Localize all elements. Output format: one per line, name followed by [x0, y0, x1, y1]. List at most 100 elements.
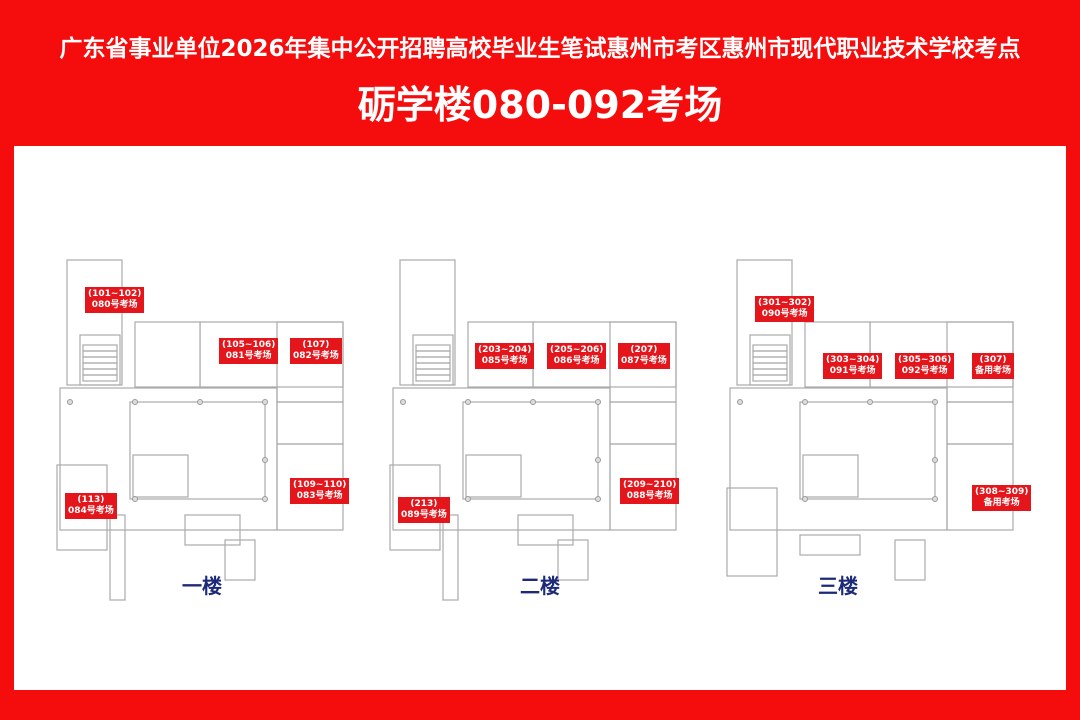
title-line-2: 砺学楼080-092考场 — [357, 83, 723, 127]
corridor-block — [729, 387, 948, 531]
corridor-block — [392, 387, 611, 531]
stair-step — [752, 356, 788, 364]
restrooms — [132, 454, 189, 498]
exam-room-label: (113)084号考场 — [65, 493, 117, 519]
stair-step — [415, 374, 451, 382]
south-lobby — [799, 534, 861, 556]
exam-number: 092号考场 — [901, 366, 948, 376]
column — [595, 496, 601, 502]
column — [262, 457, 268, 463]
exam-room-label: (305~306)092号考场 — [895, 353, 955, 379]
south-corridor — [442, 514, 459, 601]
stair-step — [415, 362, 451, 370]
restrooms — [802, 454, 859, 498]
exam-room-label: (213)089号考场 — [398, 497, 450, 523]
title-line-1: 广东省事业单位2026年集中公开招聘高校毕业生笔试惠州市考区惠州市现代职业技术学… — [59, 36, 1021, 62]
column — [262, 399, 268, 405]
west-room — [726, 487, 778, 577]
exam-number: 089号考场 — [401, 510, 447, 520]
room-range: (107) — [302, 340, 330, 350]
exam-room-label: (107)082号考场 — [290, 338, 342, 364]
stair-step — [752, 368, 788, 376]
room-range: (308~309) — [975, 487, 1029, 497]
column — [262, 496, 268, 502]
stair-step — [415, 344, 451, 352]
south-room — [184, 514, 241, 546]
exam-room-label: (101~102)080号考场 — [85, 287, 145, 313]
column — [132, 496, 138, 502]
exam-number: 083号考场 — [296, 491, 343, 501]
column — [932, 457, 938, 463]
south-corridor — [109, 514, 126, 601]
stair-step — [752, 344, 788, 352]
room-range: (105~106) — [222, 340, 276, 350]
exam-room-label: (308~309)备用考场 — [972, 485, 1032, 511]
east-room-2 — [946, 401, 1014, 445]
stair-step — [82, 344, 118, 352]
room-range: (301~302) — [758, 298, 812, 308]
stair-step — [415, 350, 451, 358]
stair-step — [415, 356, 451, 364]
exam-room-label: (207)087号考场 — [618, 343, 670, 369]
room-range: (303~304) — [826, 355, 880, 365]
room-range: (205~206) — [550, 345, 604, 355]
room-range: (209~210) — [623, 480, 677, 490]
north-wing — [399, 259, 456, 386]
exam-number: 086号考场 — [553, 356, 600, 366]
courtyard — [799, 401, 936, 500]
south-stair — [894, 539, 926, 581]
column — [132, 399, 138, 405]
exam-number: 087号考场 — [621, 356, 667, 366]
room-range: (203~204) — [478, 345, 532, 355]
column — [197, 399, 203, 405]
room-range: (307) — [979, 355, 1007, 365]
north-wing — [66, 259, 123, 386]
exam-room-label: (303~304)091号考场 — [823, 353, 883, 379]
exam-number: 081号考场 — [225, 351, 272, 361]
column — [595, 457, 601, 463]
room-range: (101~102) — [88, 289, 142, 299]
exam-number: 080号考场 — [91, 300, 138, 310]
east-room-2 — [609, 401, 677, 445]
exam-room-label: (105~106)081号考场 — [219, 338, 279, 364]
south-room — [517, 514, 574, 546]
stair-step — [82, 356, 118, 364]
exam-number: 084号考场 — [68, 506, 114, 516]
corridor-block — [59, 387, 278, 531]
stair-step — [752, 350, 788, 358]
stair-step — [82, 368, 118, 376]
stair-step — [415, 368, 451, 376]
exam-number: 091号考场 — [829, 366, 876, 376]
courtyard — [129, 401, 266, 500]
room-range: (109~110) — [293, 480, 347, 490]
floor-label: 一楼 — [182, 574, 222, 598]
column — [867, 399, 873, 405]
exam-number: 088号考场 — [626, 491, 673, 501]
floor-plan-panel — [14, 146, 1066, 690]
stairwell — [412, 334, 454, 386]
exam-room-label: (205~206)086号考场 — [547, 343, 607, 369]
room-range: (113) — [77, 495, 105, 505]
room-range: (213) — [410, 499, 438, 509]
column — [465, 399, 471, 405]
column — [932, 496, 938, 502]
stair-step — [82, 374, 118, 382]
stair-step — [82, 362, 118, 370]
stair-step — [82, 350, 118, 358]
exam-room-label: (307)备用考场 — [972, 353, 1015, 379]
exam-room-label: (109~110)083号考场 — [290, 478, 350, 504]
exam-number: 备用考场 — [983, 498, 1020, 508]
floor-label: 二楼 — [520, 574, 560, 598]
column — [802, 496, 808, 502]
column — [530, 399, 536, 405]
exam-room-label: (301~302)090号考场 — [755, 296, 815, 322]
east-room-2 — [276, 401, 344, 445]
exam-number: 备用考场 — [975, 366, 1012, 376]
exam-number: 085号考场 — [481, 356, 528, 366]
column — [67, 399, 73, 405]
north-wing — [736, 259, 793, 386]
room-range: (305~306) — [898, 355, 952, 365]
exam-room-label: (209~210)088号考场 — [620, 478, 680, 504]
courtyard — [462, 401, 599, 500]
column — [400, 399, 406, 405]
